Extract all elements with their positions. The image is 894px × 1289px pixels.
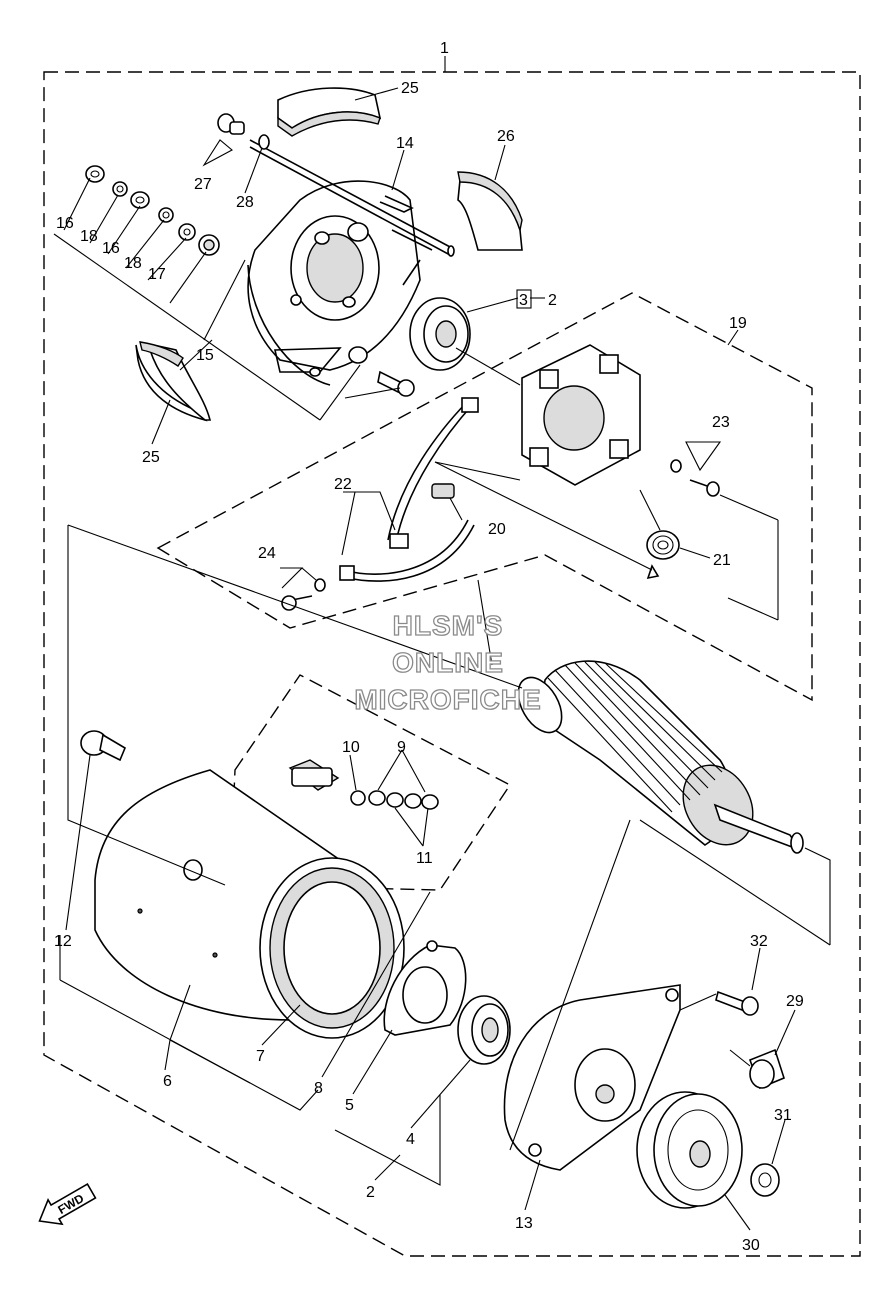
screw-24-part (281, 578, 326, 611)
callout-2-bottom: 2 (366, 1184, 375, 1201)
callout-16-b: 16 (102, 240, 120, 257)
callout-17: 17 (148, 266, 166, 283)
insulator-25-top-part (277, 87, 382, 137)
callout-3-box (516, 289, 532, 309)
watermark-line-1: HLSM'S (393, 610, 504, 641)
brush-lead-22-part (339, 397, 479, 582)
collar-bolt-parts (348, 346, 415, 397)
callout-18-a: 18 (80, 228, 98, 245)
callout-8: 8 (314, 1080, 323, 1097)
insulator-25-bottom-part (135, 341, 212, 422)
callout-4: 4 (406, 1131, 415, 1148)
bolt-32-part (715, 990, 759, 1016)
callout-25-top: 25 (401, 80, 419, 97)
callout-25-bottom: 25 (142, 449, 160, 466)
callout-labels: 1 25 26 14 27 28 16 18 16 18 17 3 2 19 1… (54, 40, 804, 1254)
bolt-27-part (217, 113, 270, 150)
callout-22: 22 (334, 476, 352, 493)
callout-5: 5 (345, 1097, 354, 1114)
callout-12: 12 (54, 933, 72, 950)
callout-6: 6 (163, 1073, 172, 1090)
leader-lines (53, 87, 831, 1231)
callout-31: 31 (774, 1107, 792, 1124)
callout-29: 29 (786, 993, 804, 1010)
magnet-ring-7-part (259, 857, 405, 1039)
bearing-4-part (457, 995, 511, 1065)
screw-12-part (80, 730, 127, 762)
callout-24: 24 (258, 545, 276, 562)
brush-set-parts (288, 759, 439, 810)
callout-14: 14 (396, 135, 414, 152)
callout-2-top: 2 (548, 292, 557, 309)
fwd-arrow-icon: FWD (38, 1182, 97, 1226)
callout-21: 21 (713, 552, 731, 569)
pulley-30-part (636, 1091, 743, 1209)
callout-15: 15 (196, 347, 214, 364)
bearing-3-part (409, 297, 471, 371)
callout-28: 28 (236, 194, 254, 211)
callout-26: 26 (497, 128, 515, 145)
brush-holder-boundary (156, 292, 813, 702)
watermark-line-2: ONLINE (392, 647, 504, 678)
callout-18-b: 18 (124, 255, 142, 272)
spring-21-part (646, 530, 680, 580)
callout-23: 23 (712, 414, 730, 431)
callout-9: 9 (397, 739, 406, 756)
callout-27: 27 (194, 176, 212, 193)
collar-29-part (748, 1048, 785, 1090)
nuts-washers-parts (85, 165, 220, 256)
callout-20: 20 (488, 521, 506, 538)
watermark: HLSM'S ONLINE MICROFICHE (354, 609, 542, 715)
callout-19: 19 (729, 315, 747, 332)
callout-16-a: 16 (56, 215, 74, 232)
watermark-line-3: MICROFICHE (354, 684, 541, 715)
callout-10: 10 (342, 739, 360, 756)
callout-30: 30 (742, 1237, 760, 1254)
callout-3: 3 (519, 292, 528, 309)
gasket-5-part (383, 940, 467, 1036)
callout-32: 32 (750, 933, 768, 950)
callout-7: 7 (256, 1048, 265, 1065)
nut-31-part (750, 1163, 780, 1197)
insulator-26-part (457, 171, 523, 251)
front-cover-13-part (503, 984, 681, 1171)
brush-holder-19-part (521, 344, 641, 486)
rear-cover-part (247, 139, 455, 386)
brush-20-part (431, 483, 455, 499)
callout-11: 11 (416, 850, 433, 867)
callout-13: 13 (515, 1215, 533, 1232)
assembly-boundary (43, 56, 861, 1257)
screw-23-part (670, 459, 720, 497)
callout-1: 1 (440, 40, 449, 57)
brush-set-boundary (229, 674, 512, 891)
armature-part (517, 660, 804, 854)
